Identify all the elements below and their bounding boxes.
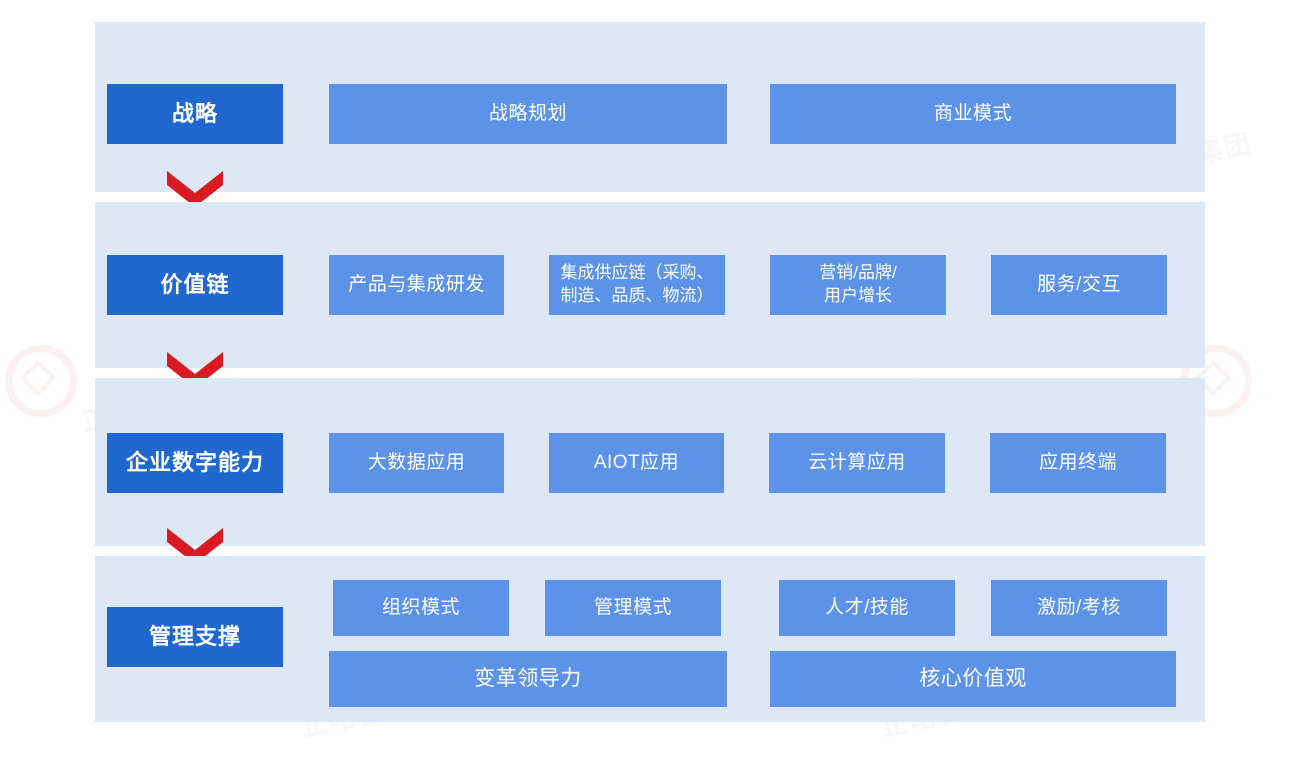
item-cloud-computing[interactable]: 云计算应用 bbox=[769, 433, 945, 493]
item-label: AIOT应用 bbox=[593, 451, 680, 473]
item-label-line1: 集成供应链（采购、 bbox=[560, 263, 714, 283]
item-label: 商业模式 bbox=[933, 102, 1012, 124]
item-core-values[interactable]: 核心价值观 bbox=[770, 651, 1176, 707]
item-label: 管理模式 bbox=[593, 596, 672, 618]
row-header-label: 战略 bbox=[171, 100, 218, 126]
item-label-line2: 制造、品质、物流） bbox=[560, 286, 714, 305]
item-marketing-brand-growth[interactable]: 营销/品牌/ 用户增长 bbox=[770, 255, 946, 315]
row-header-value-chain[interactable]: 价值链 bbox=[107, 255, 283, 315]
arrow-down-icon bbox=[167, 171, 223, 207]
row-header-strategy[interactable]: 战略 bbox=[107, 84, 283, 144]
item-business-model[interactable]: 商业模式 bbox=[770, 84, 1176, 144]
item-label: 应用终端 bbox=[1038, 451, 1117, 473]
item-label: 变革领导力 bbox=[474, 666, 582, 690]
item-management-model[interactable]: 管理模式 bbox=[545, 580, 721, 636]
item-aiot[interactable]: AIOT应用 bbox=[549, 433, 724, 493]
item-label-line1: 营销/品牌/ bbox=[819, 263, 897, 283]
item-product-rnd[interactable]: 产品与集成研发 bbox=[329, 255, 504, 315]
row-header-label: 企业数字能力 bbox=[125, 449, 264, 475]
item-integrated-supply-chain[interactable]: 集成供应链（采购、 制造、品质、物流） bbox=[549, 255, 725, 315]
item-label: 云计算应用 bbox=[808, 451, 906, 473]
item-application-terminal[interactable]: 应用终端 bbox=[990, 433, 1166, 493]
item-label: 组织模式 bbox=[381, 596, 460, 618]
item-organization-model[interactable]: 组织模式 bbox=[333, 580, 509, 636]
item-label: 集成供应链（采购、 制造、品质、物流） bbox=[561, 262, 714, 308]
item-strategy-planning[interactable]: 战略规划 bbox=[329, 84, 727, 144]
item-big-data[interactable]: 大数据应用 bbox=[329, 433, 504, 493]
item-service-interaction[interactable]: 服务/交互 bbox=[991, 255, 1167, 315]
item-incentive-assessment[interactable]: 激励/考核 bbox=[991, 580, 1167, 636]
item-label: 营销/品牌/ 用户增长 bbox=[819, 262, 896, 308]
item-label: 战略规划 bbox=[488, 102, 567, 124]
item-label: 激励/考核 bbox=[1037, 596, 1121, 618]
row-header-management-support[interactable]: 管理支撑 bbox=[107, 607, 283, 667]
watermark-ring-icon bbox=[5, 345, 77, 417]
item-label: 服务/交互 bbox=[1037, 273, 1121, 295]
item-label-line2: 用户增长 bbox=[823, 286, 892, 305]
item-change-leadership[interactable]: 变革领导力 bbox=[329, 651, 727, 707]
item-talent-skills[interactable]: 人才/技能 bbox=[779, 580, 955, 636]
row-header-digital-capability[interactable]: 企业数字能力 bbox=[107, 433, 283, 493]
item-label: 大数据应用 bbox=[367, 451, 466, 473]
item-label: 产品与集成研发 bbox=[348, 273, 485, 295]
row-header-label: 价值链 bbox=[160, 271, 230, 297]
row-header-label: 管理支撑 bbox=[148, 623, 241, 649]
item-label: 人才/技能 bbox=[825, 596, 909, 618]
item-label: 核心价值观 bbox=[919, 666, 1027, 690]
